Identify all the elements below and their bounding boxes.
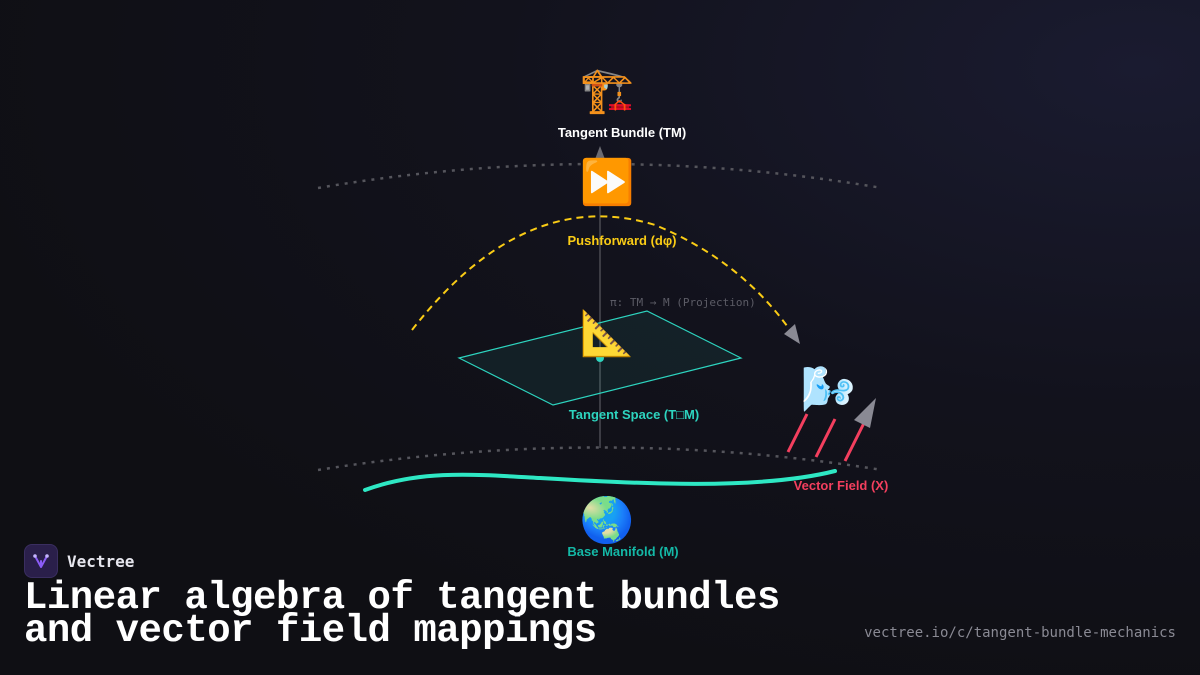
base-manifold-curve xyxy=(363,469,837,492)
vector-arrow xyxy=(843,422,866,462)
vector-arrowhead xyxy=(854,398,876,428)
pushforward-label: Pushforward (dφ) xyxy=(567,233,677,248)
vector-arrow xyxy=(814,418,837,458)
source-url: vectree.io/c/tangent-bundle-mechanics xyxy=(864,625,1176,641)
construction-crane-icon: 🏗️ xyxy=(579,65,635,116)
page-title: Linear algebra of tangent bundles and ve… xyxy=(24,576,780,653)
brand-name: Vectree xyxy=(67,551,135,571)
manifold-level-dotted-arc xyxy=(317,446,883,472)
globe-icon: 🌏 xyxy=(579,495,635,546)
vector-arrow xyxy=(786,413,809,453)
tangent-space-label: Tangent Space (T□M) xyxy=(568,407,700,422)
brand: Vectree xyxy=(24,544,134,578)
vector-field-label: Vector Field (X) xyxy=(793,478,889,493)
pushforward-arrowhead xyxy=(784,324,800,344)
fast-forward-icon: ⏩ xyxy=(579,157,635,208)
bundle-level-dotted-arc xyxy=(317,162,883,190)
base-point xyxy=(596,354,604,362)
tangent-bundle-label: Tangent Bundle (TM) xyxy=(557,125,687,140)
wind-face-icon: 🌬️ xyxy=(800,364,856,415)
base-manifold-label: Base Manifold (M) xyxy=(567,544,679,559)
pushforward-arc xyxy=(411,215,791,331)
projection-arrowhead xyxy=(594,146,606,162)
triangular-ruler-icon: 📐 xyxy=(579,308,635,359)
branching-tree-icon xyxy=(24,544,58,578)
projection-label: π: TM → M (Projection) xyxy=(610,296,756,309)
